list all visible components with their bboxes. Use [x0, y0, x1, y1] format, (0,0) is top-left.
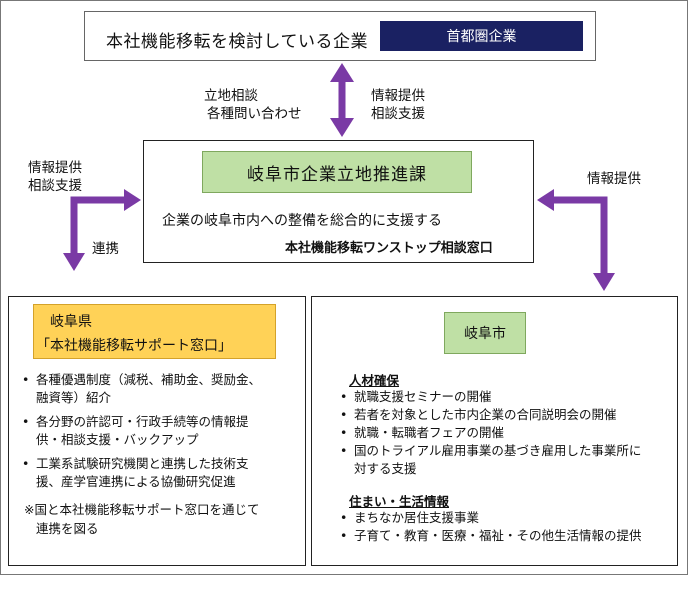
- gifu-city-label: 岐阜市: [464, 326, 506, 342]
- top-arrow-left-label-2: 各種問い合わせ: [207, 106, 302, 122]
- one-stop-window-label: 本社機能移転ワンストップ相談窓口: [285, 241, 493, 256]
- business-location-division-label: 岐阜市企業立地推進課: [247, 164, 427, 185]
- left-arrow-bottom-label: 連携: [92, 241, 119, 257]
- bullet-icon: •: [340, 528, 348, 543]
- left-arrow-label-2: 相談支援: [28, 178, 82, 194]
- prefecture-support-list: • 各種優遇制度（減税、補助金、奨励金、 融資等）紹介 • 各分野の許認可・行政…: [22, 371, 302, 491]
- human-resources-list: • 就職支援セミナーの開催 • 若者を対象とした市内企業の合同説明会の開催 • …: [340, 388, 670, 478]
- center-description: 企業の岐阜市内への整備を総合的に支援する: [162, 213, 442, 229]
- list-item-line: 各分野の許認可・行政手続等の情報提: [36, 414, 249, 429]
- list-item-text: 就職・転職者フェアの開催: [354, 425, 505, 440]
- list-item-text: 対する支援: [354, 461, 417, 476]
- list-item: • 就職支援セミナーの開催: [340, 388, 670, 406]
- list-item: • 若者を対象とした市内企業の合同説明会の開催: [340, 406, 670, 424]
- right-arrow-label: 情報提供: [587, 171, 641, 187]
- bullet-icon: •: [22, 372, 30, 387]
- support-window-name: 「本社機能移転サポート窓口」: [36, 338, 232, 354]
- list-item-line: 援、産学官連携による協働研究促進: [36, 474, 236, 489]
- list-item: • 工業系試験研究機関と連携した技術支 援、産学官連携による協働研究促進: [22, 455, 302, 491]
- bullet-icon: •: [340, 407, 348, 422]
- gifu-city-tag: 岐阜市: [444, 312, 526, 354]
- housing-life-list: • まちなか居住支援事業 • 子育て・教育・医療・福祉・その他生活情報の提供: [340, 509, 670, 545]
- list-item: • 各種優遇制度（減税、補助金、奨励金、 融資等）紹介: [22, 371, 302, 407]
- list-item-text: 国のトライアル雇用事業の基づき雇用した事業所に: [354, 443, 642, 458]
- list-item-line: 工業系試験研究機関と連携した技術支: [36, 456, 249, 471]
- left-bent-arrow: [63, 189, 141, 271]
- list-item: • 子育て・教育・医療・福祉・その他生活情報の提供: [340, 527, 670, 545]
- prefecture-note-line-2: 連携を図る: [36, 521, 99, 536]
- list-item: • 国のトライアル雇用事業の基づき雇用した事業所に 対する支援: [340, 442, 670, 478]
- bullet-icon: •: [340, 389, 348, 404]
- bullet-icon: •: [340, 443, 348, 458]
- list-item: • 就職・転職者フェアの開催: [340, 424, 670, 442]
- prefecture-note-line-1: ※国と本社機能移転サポート窓口を通じて: [24, 502, 260, 517]
- bullet-icon: •: [340, 510, 348, 525]
- list-item-line: 各種優遇制度（減税、補助金、奨励金、: [36, 372, 262, 387]
- list-item-text: 子育て・教育・医療・福祉・その他生活情報の提供: [354, 528, 642, 543]
- business-location-division-tag: 岐阜市企業立地推進課: [202, 151, 472, 193]
- top-arrow-right-label-2: 相談支援: [371, 106, 425, 122]
- bullet-icon: •: [22, 414, 30, 429]
- left-arrow-label-1: 情報提供: [28, 160, 82, 176]
- list-item-line: 供・相談支援・バックアップ: [36, 432, 199, 447]
- housing-life-heading: 住まい・生活情報: [349, 494, 450, 509]
- bullet-icon: •: [22, 456, 30, 471]
- diagram-frame: [0, 0, 688, 575]
- metropolitan-companies-tag: 首都圏企業: [380, 21, 583, 51]
- top-company-title: 本社機能移転を検討している企業: [106, 32, 368, 52]
- top-arrow-left-label-1: 立地相談: [204, 88, 258, 104]
- top-double-arrow: [330, 63, 354, 137]
- top-arrow-right-label-1: 情報提供: [371, 88, 425, 104]
- bullet-icon: •: [340, 425, 348, 440]
- list-item: • まちなか居住支援事業: [340, 509, 670, 527]
- list-item-text: 就職支援セミナーの開催: [354, 389, 492, 404]
- metropolitan-companies-label: 首都圏企業: [446, 29, 517, 45]
- prefecture-name: 岐阜県: [50, 314, 92, 330]
- right-bent-arrow: [537, 189, 615, 291]
- list-item-text: 若者を対象とした市内企業の合同説明会の開催: [354, 407, 617, 422]
- prefecture-support-window-tag: [33, 304, 276, 359]
- list-item-text: まちなか居住支援事業: [354, 510, 480, 525]
- list-item: • 各分野の許認可・行政手続等の情報提 供・相談支援・バックアップ: [22, 413, 302, 449]
- human-resources-heading: 人材確保: [349, 373, 400, 388]
- list-item-line: 融資等）紹介: [36, 390, 112, 405]
